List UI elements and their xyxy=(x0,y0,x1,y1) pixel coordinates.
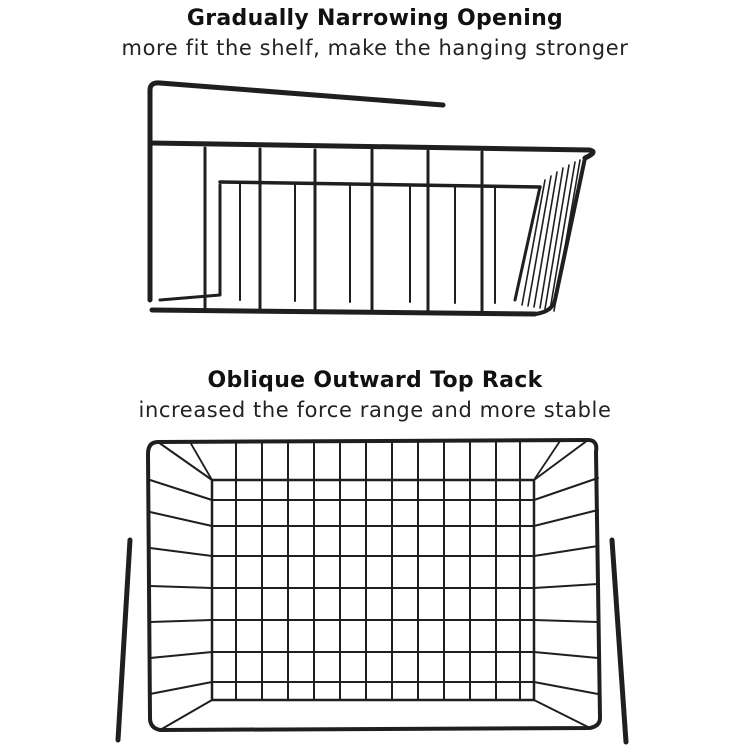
basket-side-view-image xyxy=(147,80,596,317)
basket-front-view-image xyxy=(115,438,629,745)
section-1-title: Gradually Narrowing Opening xyxy=(186,6,564,31)
section-1-subtitle: more fit the shelf, make the hanging str… xyxy=(121,36,629,60)
section-2-title: Oblique Outward Top Rack xyxy=(207,368,543,393)
section-2-subtitle: increased the force range and more stabl… xyxy=(138,398,612,422)
